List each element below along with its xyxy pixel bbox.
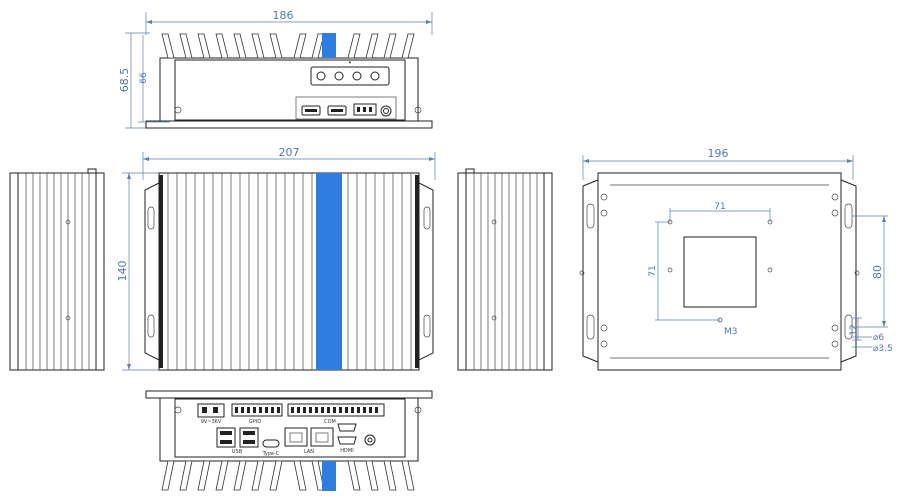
fin bbox=[269, 460, 283, 491]
fin bbox=[269, 33, 283, 59]
fin bbox=[293, 33, 307, 59]
bottom-slot-large-dia: ⌀6 bbox=[873, 333, 884, 343]
fin bbox=[215, 33, 229, 59]
fin bbox=[179, 33, 193, 59]
front-width-dimension: 207 bbox=[279, 146, 300, 159]
fin bbox=[251, 460, 265, 491]
io-power-label: 9V~36V bbox=[201, 419, 222, 425]
io-lan-label: LAN bbox=[304, 449, 314, 455]
fin bbox=[401, 460, 415, 491]
svg-text:▾: ▾ bbox=[349, 60, 352, 66]
fin bbox=[161, 460, 175, 491]
front-height-dimension: 140 bbox=[116, 261, 129, 282]
fin bbox=[383, 33, 397, 59]
io-com-label: COM bbox=[324, 419, 336, 425]
io-blue-label bbox=[322, 461, 336, 491]
fin bbox=[233, 460, 247, 491]
io-heatsink-fins bbox=[161, 460, 415, 491]
fin bbox=[293, 460, 307, 491]
top-overall-height-dimension: 68.5 bbox=[118, 68, 131, 93]
io-typec-label: Type-C bbox=[262, 451, 280, 457]
front-view: 207 140 bbox=[116, 146, 436, 371]
bottom-hole-horizontal-dimension: 71 bbox=[714, 202, 725, 212]
io-usb-label: USB bbox=[232, 449, 243, 455]
fin bbox=[383, 460, 397, 491]
fin bbox=[161, 33, 175, 59]
fin bbox=[179, 460, 193, 491]
top-body-height-dimension: 66 bbox=[139, 72, 149, 84]
fin bbox=[251, 33, 265, 59]
front-blue-label bbox=[316, 173, 342, 370]
bottom-screw-label: M3 bbox=[724, 327, 738, 337]
fin bbox=[365, 460, 379, 491]
fin bbox=[365, 33, 379, 59]
bottom-width-dimension: 196 bbox=[708, 147, 729, 160]
bottom-hole-vertical-dimension: 71 bbox=[648, 265, 658, 276]
io-view: 9V~36V USB Type-C LAN HDMI GPIO COM bbox=[145, 390, 433, 491]
top-blue-label bbox=[322, 33, 336, 58]
front-heatsink-fins bbox=[167, 173, 412, 370]
fin bbox=[401, 33, 415, 59]
bottom-slot-small-dia: ⌀3.5 bbox=[873, 344, 893, 354]
bottom-view: 196 71 bbox=[579, 147, 893, 371]
right-side-view bbox=[457, 168, 553, 371]
bottom-slot-offset-dimension: 12 bbox=[849, 324, 859, 335]
gpio-terminal bbox=[231, 403, 283, 417]
bottom-slot-spacing-dimension: 80 bbox=[871, 265, 884, 279]
fin bbox=[197, 33, 211, 59]
fin bbox=[197, 460, 211, 491]
top-view: 186 68.5 66 ▾ bbox=[118, 9, 433, 129]
fin bbox=[347, 33, 361, 59]
fin bbox=[347, 460, 361, 491]
top-width-dimension: 186 bbox=[273, 9, 294, 22]
fin bbox=[233, 33, 247, 59]
fin bbox=[215, 460, 229, 491]
io-hdmi-label: HDMI bbox=[340, 448, 353, 454]
top-heatsink-fins bbox=[161, 33, 415, 59]
io-gpio-label: GPIO bbox=[249, 419, 261, 425]
left-side-view bbox=[9, 168, 105, 371]
